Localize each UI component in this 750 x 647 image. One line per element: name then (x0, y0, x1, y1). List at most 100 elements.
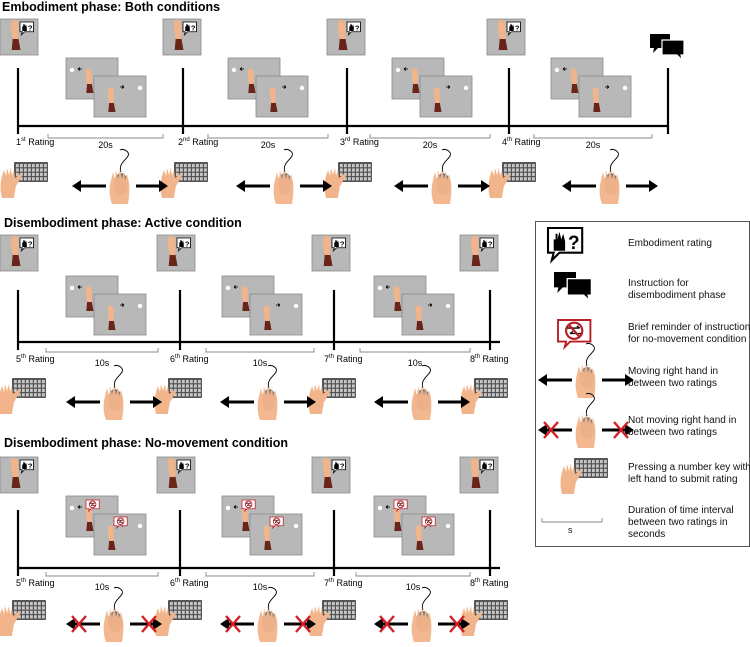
key (178, 384, 181, 388)
mini-hand (22, 239, 27, 247)
interval-bracket (205, 348, 315, 353)
arrow-right-head (461, 396, 470, 408)
key (26, 606, 29, 610)
key (324, 388, 327, 392)
hand-arm (411, 66, 420, 93)
key (344, 384, 347, 388)
key (30, 384, 33, 388)
key (604, 460, 607, 464)
key (352, 393, 355, 397)
key (604, 473, 607, 477)
key (516, 164, 519, 168)
key (336, 610, 339, 614)
key (528, 168, 531, 172)
arrow-left-head (374, 618, 383, 630)
key (182, 610, 185, 614)
slash (426, 518, 432, 525)
key (580, 473, 583, 477)
interval-bracket (47, 134, 164, 139)
hand-arm (168, 234, 178, 266)
rating-word: Rating (26, 578, 55, 588)
arrow-right (120, 303, 125, 307)
key (324, 384, 327, 388)
key (332, 602, 335, 606)
key (332, 384, 335, 388)
key (344, 610, 347, 614)
key (174, 393, 177, 397)
key (332, 606, 335, 610)
arrow-left (77, 285, 82, 289)
key (492, 602, 495, 606)
key (348, 168, 351, 172)
hand (263, 523, 270, 541)
mouse-cable (585, 343, 595, 367)
key (592, 460, 595, 464)
question-mark: ? (185, 461, 190, 470)
mini-hand (334, 461, 339, 469)
key (324, 610, 327, 614)
key (20, 168, 23, 172)
key (340, 610, 343, 614)
left-hand (488, 168, 510, 198)
sleeve (11, 475, 21, 488)
key (484, 606, 487, 610)
key (600, 473, 603, 477)
movement-screens (221, 275, 303, 336)
hand-arm (85, 66, 94, 93)
key (176, 164, 179, 168)
keyboard-hand-icon (160, 162, 208, 198)
hand-arm (168, 456, 178, 488)
legend-text-not-moving: Not moving right hand in between two rat… (628, 415, 737, 438)
key (34, 388, 37, 392)
timeline-section-1: ???? (0, 234, 508, 420)
key (484, 380, 487, 384)
arrow-right-head (625, 374, 634, 386)
hand (433, 85, 440, 103)
key (480, 380, 483, 384)
key (174, 388, 177, 392)
rating-label: 5th Rating (16, 354, 55, 364)
hand (168, 456, 176, 477)
sleeve (86, 83, 94, 93)
key (504, 164, 507, 168)
arrow-left-head (374, 396, 383, 408)
key (600, 468, 603, 472)
key (604, 468, 607, 472)
key (184, 177, 187, 181)
slash (246, 501, 252, 508)
sleeve (108, 540, 116, 550)
hand (241, 284, 248, 302)
key (28, 164, 31, 168)
moving-hand-icon (220, 365, 316, 420)
key (332, 615, 335, 619)
key (492, 393, 495, 397)
key (480, 610, 483, 614)
key (182, 602, 185, 606)
hand-arm (415, 523, 424, 550)
rating-ordinal-suffix: th (21, 578, 27, 584)
rating-label: 6th Rating (170, 578, 209, 588)
key (30, 615, 33, 619)
key (580, 460, 583, 464)
key (484, 393, 487, 397)
mouse-cable (421, 365, 431, 389)
key (186, 615, 189, 619)
key (184, 172, 187, 176)
no-movement-reminder-icon (85, 499, 100, 513)
movement-screens (227, 57, 309, 118)
key (508, 172, 511, 176)
slash (398, 501, 404, 508)
slash (90, 501, 96, 508)
target-dot-left (225, 505, 231, 511)
cross-right (449, 615, 465, 633)
keyboard-hand-icon (0, 600, 46, 636)
key (476, 384, 479, 388)
hand-arm (269, 85, 278, 112)
key (32, 172, 35, 176)
rating-ordinal-suffix: th (329, 578, 335, 584)
key (524, 164, 527, 168)
mini-hand (509, 23, 514, 31)
target-dot-left (377, 505, 383, 511)
key (600, 460, 603, 464)
